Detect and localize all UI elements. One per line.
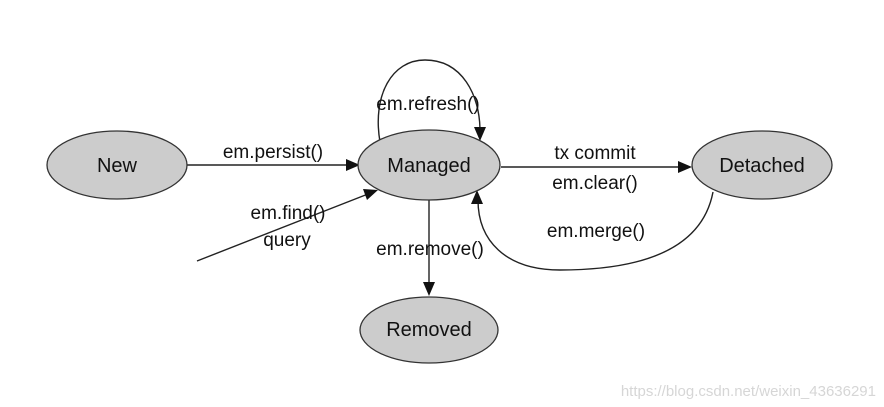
edge-refresh-loop [377,59,481,143]
edge-remove-arrowhead [423,282,435,296]
edge-find-line [196,193,369,262]
edge-refresh-arrowhead [474,127,486,141]
watermark-text: https://blog.csdn.net/weixin_43636291 [621,383,876,400]
edge-tx-commit-label: tx commit [554,143,636,164]
state-detached-node [691,130,833,200]
edge-find-label: em.find() [251,203,326,224]
state-removed-node [359,296,499,364]
edge-refresh-label: em.refresh() [376,94,479,115]
edge-persist-arrowhead [346,159,360,171]
state-removed-label: Removed [386,319,472,341]
state-managed-node [357,129,501,201]
state-new-label: New [97,155,138,177]
edge-clear-label: em.clear() [552,173,638,194]
edge-merge-curve [477,191,714,271]
edge-merge-label: em.merge() [547,221,645,242]
state-detached-label: Detached [719,155,805,177]
edge-merge-arrowhead [471,190,483,204]
edge-remove-label: em.remove() [376,239,484,260]
edge-find-arrowhead [363,189,378,200]
edge-persist-label: em.persist() [223,142,323,163]
state-new-node [46,130,188,200]
edge-commit-arrowhead [678,161,692,173]
edge-query-label: query [263,230,311,251]
state-managed-label: Managed [387,155,470,177]
